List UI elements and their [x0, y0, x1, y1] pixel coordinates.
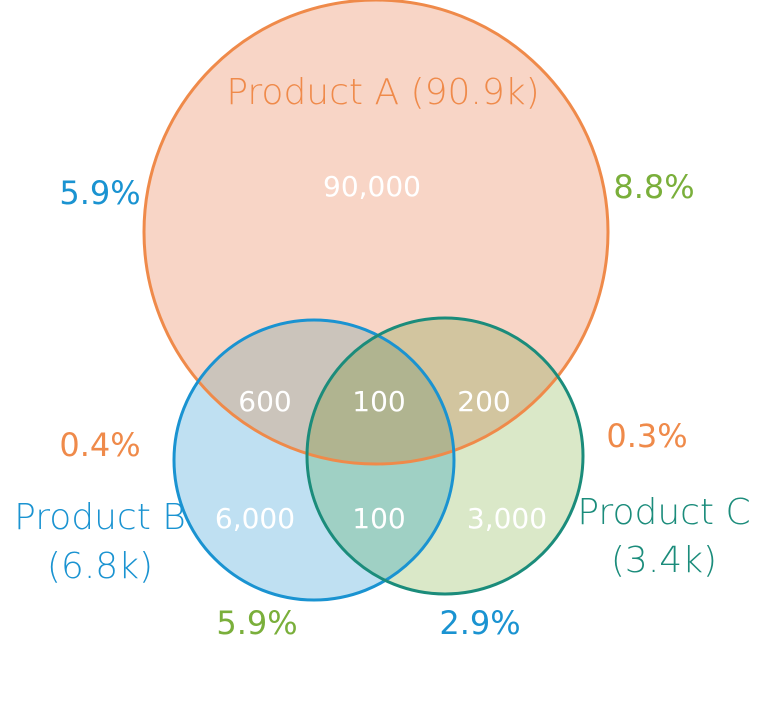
region-ab: 600	[238, 385, 291, 418]
region-abc: 100	[352, 385, 405, 418]
label-product-b-line1: Product B	[14, 497, 186, 538]
circle-a-outline	[142, 0, 610, 466]
region-a-only: 90,000	[323, 170, 421, 203]
pct-bottom-right: 2.9%	[439, 604, 520, 642]
region-bc: 100	[352, 502, 405, 535]
pct-top-right: 8.8%	[613, 168, 694, 206]
label-product-a: Product A (90.9k)	[226, 72, 539, 113]
region-c-only: 3,000	[467, 502, 547, 535]
region-b-only: 6,000	[215, 502, 295, 535]
pct-mid-right: 0.3%	[606, 417, 687, 455]
pct-top-left: 5.9%	[59, 174, 140, 212]
label-product-c-line1: Product C	[577, 492, 750, 533]
label-product-b-line2: (6.8k)	[47, 546, 153, 587]
circle-b-outline	[172, 318, 456, 602]
pct-bottom-left: 5.9%	[216, 604, 297, 642]
circle-c-outline	[305, 316, 585, 596]
region-ac: 200	[457, 385, 510, 418]
pct-mid-left: 0.4%	[59, 426, 140, 464]
label-product-c-line2: (3.4k)	[611, 540, 717, 581]
